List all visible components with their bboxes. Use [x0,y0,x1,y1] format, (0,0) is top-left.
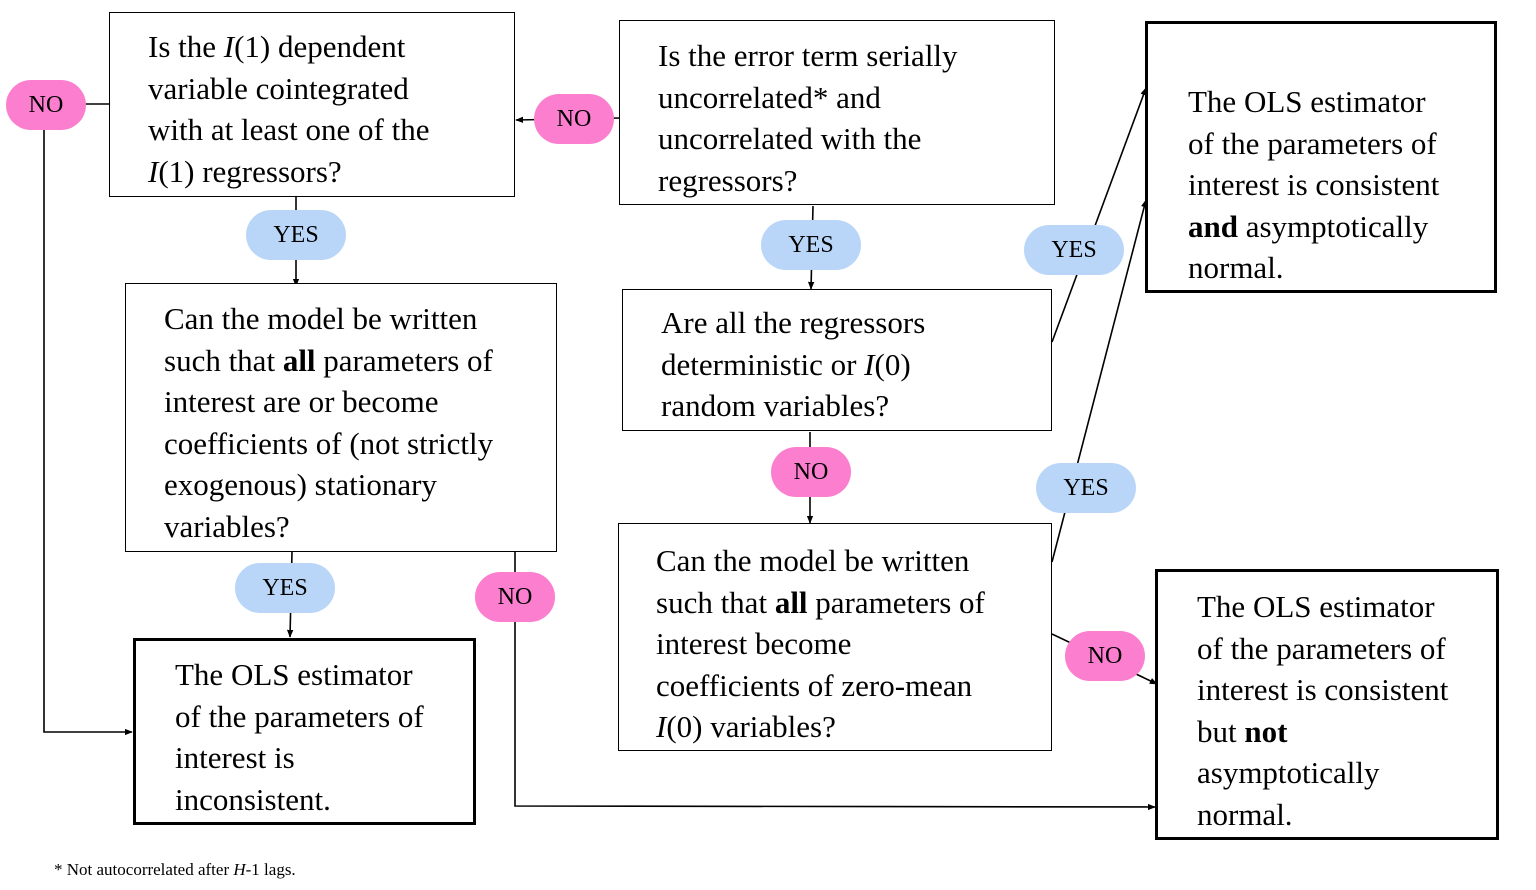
box-text-line: Can the model be written [164,301,478,336]
box-text-line: variable cointegrated [148,70,409,106]
box-text-line: normal. [1197,796,1293,832]
box-text-line: I(1) regressors? [148,153,342,189]
box-text-line: The OLS estimator [1188,84,1426,119]
yes-pill-rewrite-stationary: YES [235,563,335,613]
box-text-line: with at least one of the [148,112,430,147]
yes-pill-rewrite-zero-mean: YES [1036,463,1136,513]
result-inconsistent: The OLS estimator of the parameters of int… [133,638,476,825]
box-text-line: interest are or become [164,384,439,419]
result-consistent-not-normal: The OLS estimator of the parameters of int… [1155,569,1499,840]
question-deterministic: Are all the regressors deterministic or I… [622,289,1052,431]
box-text-line: deterministic or I(0) [661,346,911,382]
box-text-line: random variables? [661,388,890,423]
box-text-line: The OLS estimator [175,657,413,692]
box-text-line: and asymptotically [1188,208,1429,244]
box-text-line: normal. [1188,250,1284,285]
box-text-line: uncorrelated with the [658,121,922,156]
box-text-line: interest is consistent [1188,167,1440,202]
box-text-line: such that all parameters of [656,584,985,620]
question-rewrite-zero-mean: Can the model be written such that all pa… [618,523,1052,751]
no-pill-rewrite-stationary: NO [475,572,555,622]
question-cointegrated: Is the I(1) dependent variable cointegrat… [109,12,515,197]
box-text-line: asymptotically [1197,755,1380,790]
box-text-line: variables? [164,508,290,544]
yes-pill-cointegrated: YES [246,210,346,260]
box-text-line: of the parameters of [1188,125,1437,161]
box-text-line: uncorrelated* and [658,79,881,115]
no-pill-rewrite-zero-mean: NO [1065,631,1145,681]
box-text-line: but not [1197,713,1288,749]
box-text-line: Are all the regressors [661,305,926,340]
yes-pill-deterministic: YES [1024,225,1124,275]
no-pill-cointegrated: NO [6,80,86,130]
box-text-line: coefficients of (not strictly [164,425,494,461]
edge-stationary-no [514,552,1156,811]
edge-deterministic-yes [1051,87,1147,343]
box-text-line: The OLS estimator [1197,589,1435,624]
box-text-line: Can the model be written [656,543,970,578]
box-text-line: inconsistent. [175,781,331,817]
box-text-line: interest become [656,626,852,661]
box-text-line: interest is [175,740,295,775]
box-text-line: Is the I(1) dependent [148,29,406,64]
box-text-line: of the parameters of [1197,630,1446,666]
box-text-line: of the parameters of [175,698,424,734]
box-text-line: exogenous) stationary [164,467,437,502]
footnote: * Not autocorrelated after H-1 lags. [54,860,296,879]
box-text-line: I(0) variables? [656,709,836,744]
box-text-line: Is the error term serially [658,38,958,73]
box-text-line: coefficients of zero-mean [656,667,973,703]
box-text-line: such that all parameters of [164,342,493,378]
question-rewrite-stationary: Can the model be written such that all pa… [125,283,557,552]
no-pill-error-term: NO [534,94,614,144]
box-text-line: regressors? [658,162,798,198]
result-consistent-and-normal: The OLS estimator of the parameters of int… [1145,21,1497,293]
no-pill-deterministic: NO [771,447,851,497]
box-text-line: interest is consistent [1197,672,1449,707]
question-error-term: Is the error term serially uncorrelated* … [619,20,1055,205]
edge-cointegrated-no-to-inconsistent [43,130,133,736]
yes-pill-error-term: YES [761,220,861,270]
